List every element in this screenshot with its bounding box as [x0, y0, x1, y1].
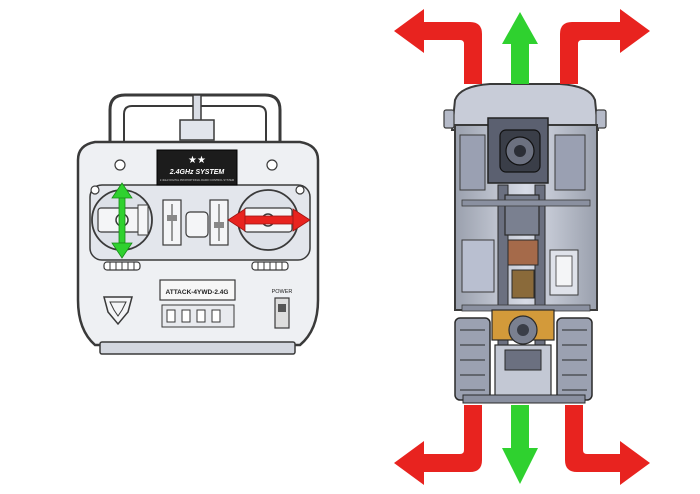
throttle-arrow-icon	[111, 182, 133, 259]
forward-arrow-icon	[502, 12, 538, 84]
reverse-left-arrow-icon	[394, 405, 482, 485]
trim-panel	[162, 199, 229, 246]
radio-transmitter-icon: ★★ 2.4GHz SYSTEM 2.4GHz DIGITAL PROPORTI…	[76, 93, 320, 355]
forward-left-arrow-icon	[394, 9, 482, 84]
reverse-right-arrow-icon	[565, 405, 650, 485]
steering-arrow-icon	[227, 208, 311, 232]
brand-stars: ★★	[188, 155, 206, 166]
system-subtext: 2.4GHz DIGITAL PROPORTIONAL RADIO CONTRO…	[160, 178, 234, 182]
power-label: POWER	[272, 289, 293, 295]
reverse-arrow-icon	[502, 405, 538, 484]
model-label: ATTACK-4YWD-2.4G	[166, 289, 229, 296]
truck-chassis-top-view-icon	[443, 83, 607, 404]
forward-right-arrow-icon	[560, 9, 650, 84]
system-label: 2.4GHz SYSTEM	[169, 169, 225, 176]
